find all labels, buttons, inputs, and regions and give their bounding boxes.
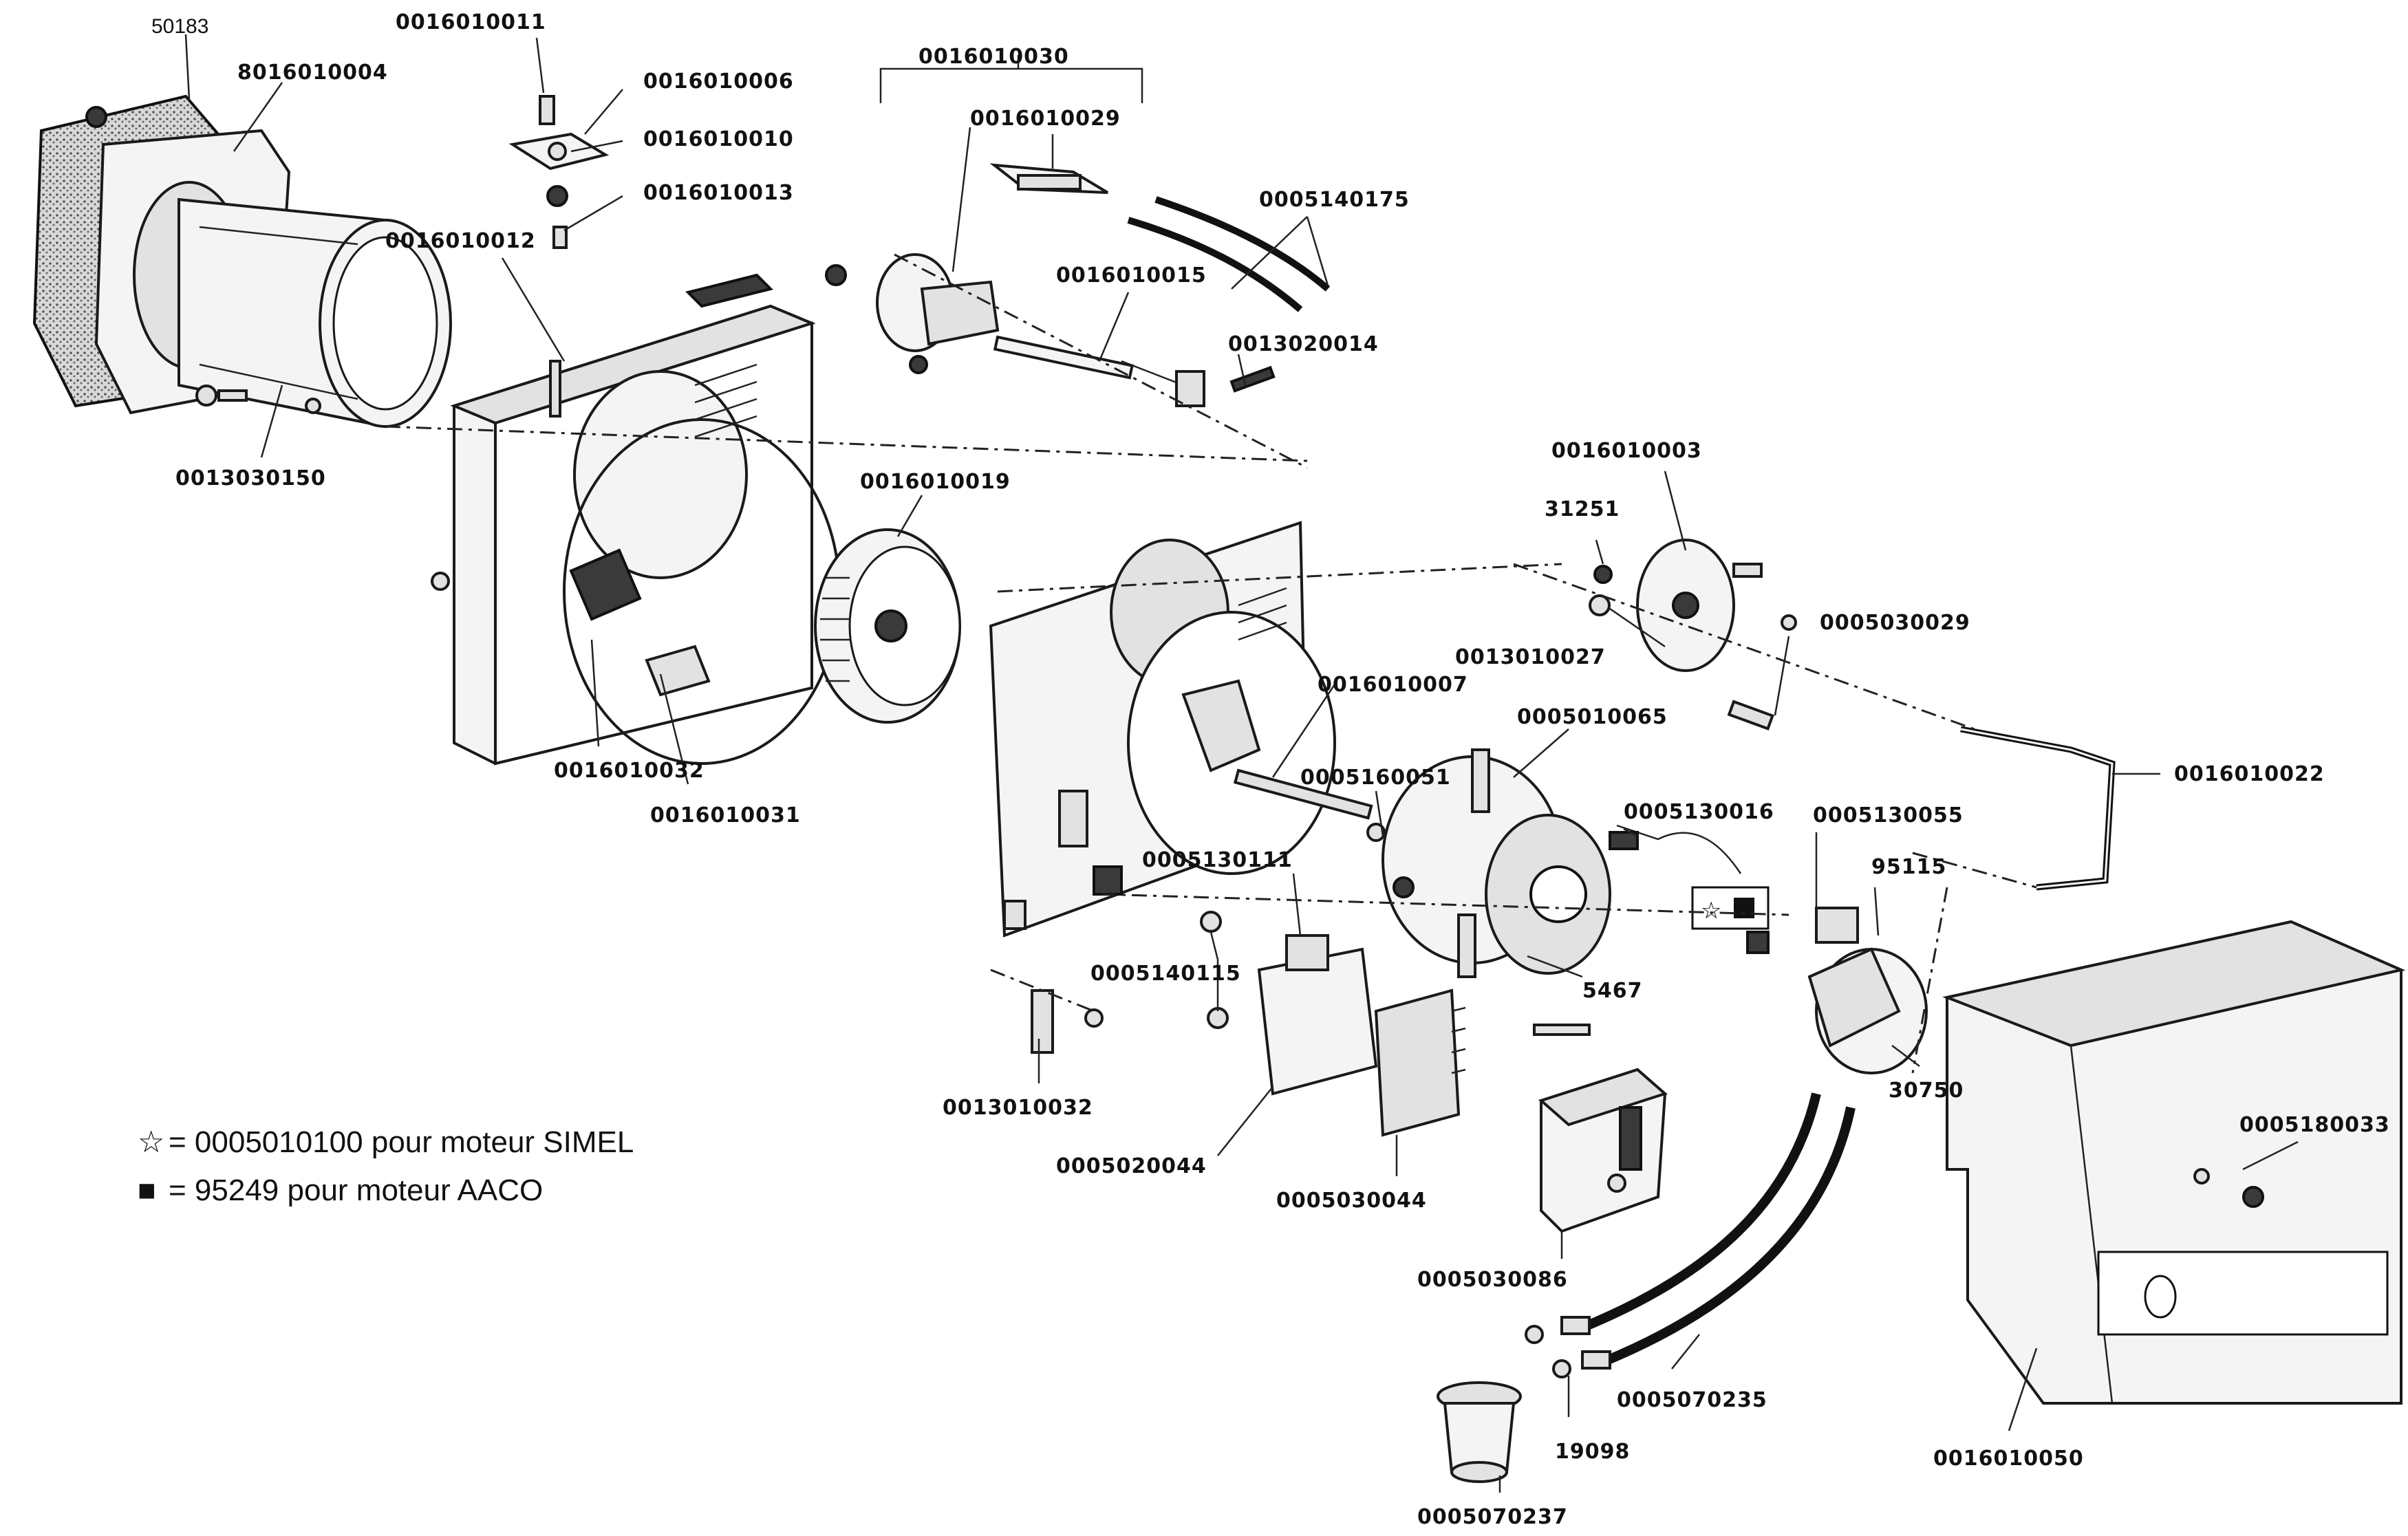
burner-cover bbox=[1942, 920, 2406, 1405]
label-0005030029: 0005030029 bbox=[1820, 611, 1970, 635]
label-0005160051: 0005160051 bbox=[1300, 766, 1451, 790]
legend: ☆ = 0005010100 pour moteur SIMEL ■ = 952… bbox=[138, 1125, 634, 1207]
label-0013020014: 0013020014 bbox=[1228, 332, 1379, 356]
part-labels: 50183 8016010004 0016010011 0016010006 0… bbox=[151, 10, 2390, 1529]
label-0013010032: 0013010032 bbox=[943, 1096, 1093, 1120]
label-0016010003: 0016010003 bbox=[1551, 439, 1702, 463]
label-0016010007: 0016010007 bbox=[1318, 673, 1468, 697]
label-0016010010: 0016010010 bbox=[643, 127, 794, 151]
alignment-axes bbox=[385, 253, 2037, 1074]
flexible-hoses bbox=[1525, 1092, 1856, 1378]
oil-pump bbox=[1746, 907, 1928, 1074]
pump-symbol-box: ☆ bbox=[1691, 886, 1770, 930]
top-plate-parts bbox=[508, 95, 773, 308]
label-0013010027: 0013010027 bbox=[1455, 645, 1606, 669]
label-0005130111: 0005130111 bbox=[1142, 848, 1293, 872]
label-0016010030: 0016010030 bbox=[918, 45, 1069, 69]
svg-text:☆: ☆ bbox=[1701, 897, 1721, 924]
legend-star-text: = 0005010100 pour moteur SIMEL bbox=[169, 1125, 634, 1159]
label-95115: 95115 bbox=[1871, 855, 1946, 879]
label-0005020044: 0005020044 bbox=[1056, 1154, 1207, 1178]
label-0016010022: 0016010022 bbox=[2174, 762, 2325, 786]
label-50183: 50183 bbox=[151, 15, 208, 38]
label-30750: 30750 bbox=[1889, 1079, 1964, 1103]
label-0016010029: 0016010029 bbox=[970, 107, 1121, 131]
label-0016010012: 0016010012 bbox=[385, 229, 536, 253]
label-0005140115: 0005140115 bbox=[1090, 962, 1241, 986]
label-0005010065: 0005010065 bbox=[1517, 705, 1668, 729]
back-plate bbox=[989, 521, 1373, 938]
label-0005030086: 0005030086 bbox=[1417, 1268, 1568, 1292]
label-0013030150: 0013030150 bbox=[175, 466, 326, 490]
label-8016010004: 8016010004 bbox=[237, 61, 388, 85]
bracket bbox=[1031, 989, 1104, 1054]
label-0016010050: 0016010050 bbox=[1933, 1447, 2084, 1471]
label-0005140175: 0005140175 bbox=[1259, 188, 1410, 212]
burner-housing bbox=[431, 304, 841, 766]
label-0005070237: 0005070237 bbox=[1417, 1505, 1568, 1529]
control-box bbox=[1538, 1068, 1668, 1233]
label-0005130055: 0005130055 bbox=[1813, 803, 1964, 828]
legend-star-symbol: ☆ bbox=[138, 1125, 164, 1159]
motor bbox=[1366, 748, 1611, 978]
label-0005180033: 0005180033 bbox=[2239, 1113, 2390, 1137]
label-19098: 19098 bbox=[1555, 1440, 1630, 1464]
label-0016010013: 0016010013 bbox=[643, 181, 794, 205]
label-0005130016: 0005130016 bbox=[1624, 800, 1774, 824]
label-5467: 5467 bbox=[1582, 979, 1643, 1003]
label-0005030044: 0005030044 bbox=[1276, 1189, 1427, 1213]
label-31251: 31251 bbox=[1545, 497, 1620, 521]
cable bbox=[1609, 824, 1742, 874]
fan-wheel bbox=[814, 528, 961, 724]
legend-square-text: = 95249 pour moteur AACO bbox=[169, 1173, 543, 1207]
label-0016010011: 0016010011 bbox=[396, 10, 546, 34]
air-plate bbox=[1589, 539, 1797, 731]
label-0016010006: 0016010006 bbox=[643, 69, 794, 94]
label-0005070235: 0005070235 bbox=[1617, 1388, 1767, 1412]
label-0016010015: 0016010015 bbox=[1056, 263, 1207, 288]
label-0016010031: 0016010031 bbox=[650, 803, 801, 828]
screws-left bbox=[85, 106, 321, 414]
label-0016010032: 0016010032 bbox=[554, 759, 705, 783]
ignition-assembly bbox=[825, 163, 1331, 407]
leader-lines bbox=[184, 34, 2299, 1493]
oil-line bbox=[1960, 726, 2116, 891]
label-0016010019: 0016010019 bbox=[860, 470, 1011, 494]
control-socket bbox=[1374, 988, 1591, 1137]
ignition-transformer bbox=[1200, 911, 1378, 1096]
oil-filter bbox=[1437, 1381, 1522, 1483]
legend-square-symbol: ■ bbox=[138, 1173, 156, 1207]
